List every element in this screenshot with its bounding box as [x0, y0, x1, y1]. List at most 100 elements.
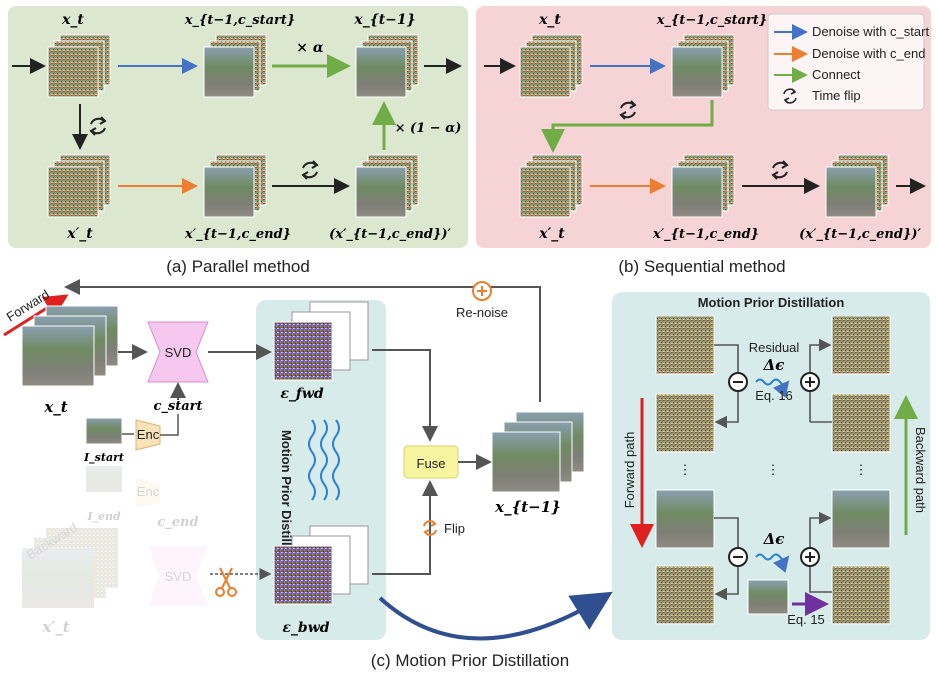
line-plus-right3 — [809, 511, 832, 548]
stack-b-xtm1-end — [671, 154, 735, 218]
label-b-xt-prime: x′_t — [538, 226, 565, 242]
label-c-xt-prime: x′_t — [41, 618, 69, 636]
line-minus-left2 — [714, 392, 739, 429]
plus-icon — [800, 547, 820, 567]
label-a-xtm1-end: x′_{t−1,c_end} — [184, 227, 291, 242]
time-flip-icon — [89, 116, 107, 136]
line-plus-right1 — [809, 338, 832, 372]
panel-c: Forward x_t Re-noise SVD c_start I_start… — [3, 279, 613, 641]
legend-item-orange: Denoise with c_end — [812, 46, 925, 61]
minus-icon — [728, 372, 748, 392]
stack-b-xtm1-end-prime — [825, 154, 889, 218]
stack-a-xt-prime — [47, 154, 111, 218]
label-i-end: I_end — [86, 510, 121, 524]
label-fuse: Fuse — [417, 456, 446, 471]
label-times-one-minus-alpha: × (1 − α) — [395, 121, 462, 136]
line-left1-minus — [714, 344, 739, 372]
dots-right: ⋮ — [855, 462, 868, 477]
stack-b-xtm1-start — [671, 34, 735, 98]
label-eq16: Eq. 16 — [755, 388, 793, 403]
arrow-epsbwd-fuse — [372, 480, 438, 575]
legend-item-blue: Denoise with c_start — [812, 24, 929, 39]
caption-b: (b) Sequential method — [618, 257, 785, 276]
mpd-right-img-3 — [831, 489, 891, 549]
wavy-arrows — [308, 419, 340, 501]
label-times-alpha: × α — [296, 40, 324, 56]
time-flip-icon — [771, 160, 789, 180]
mpd-title: Motion Prior Distillation — [698, 295, 845, 310]
stack-a-xtm1-start — [203, 34, 267, 98]
label-forward-path: Forward path — [622, 432, 637, 509]
mpd-panel: Motion Prior Distillation ⋮ ⋮ ⋮ Forward … — [622, 295, 928, 627]
label-b-xtm1-start: x_{t−1,c_start} — [656, 13, 767, 28]
label-a-xt: x_t — [61, 12, 84, 28]
label-c-end: c_end — [157, 515, 198, 530]
stack-b-xt-prime — [519, 154, 583, 218]
stack-a-xtm1-end-prime — [355, 154, 419, 218]
backward-branch: I_end Enc c_end SVD Backward x′_t — [22, 466, 208, 636]
caption-c: (c) Motion Prior Distillation — [371, 651, 569, 670]
line-minus-left4 — [714, 566, 739, 601]
svd-forward-box — [147, 321, 209, 383]
label-a-xtm1: x_{t−1} — [353, 12, 415, 28]
stack-eps-bwd — [273, 525, 369, 605]
arrow-renoise-loop — [64, 279, 541, 402]
mpd-right-img-4 — [831, 565, 891, 625]
label-mpd-vertical: Motion Prior Distillation — [279, 430, 294, 577]
time-flip-icon — [783, 88, 797, 104]
arrow-curved-navy — [378, 591, 613, 641]
stack-a-xtm1-end — [203, 154, 267, 218]
time-flip-icon — [301, 160, 319, 180]
line-left3-minus — [714, 517, 739, 548]
mpd-panel-bg — [612, 292, 930, 640]
mpd-left-img-1 — [655, 315, 715, 375]
label-svd-forward: SVD — [165, 345, 192, 360]
label-enc-backward: Enc — [137, 484, 160, 499]
label-residual: Residual — [749, 340, 800, 355]
mpd-left-img-2 — [655, 393, 715, 453]
dots-middle: ⋮ — [767, 462, 780, 477]
label-delta-eps-top: Δϵ — [763, 356, 785, 374]
arrow-epsfwd-fuse — [372, 349, 438, 442]
wavy-icon — [755, 378, 790, 398]
mpd-left-img-4 — [655, 565, 715, 625]
arrow-b-green — [541, 100, 714, 153]
label-i-start: I_start — [83, 451, 124, 465]
label-svd-backward: SVD — [165, 569, 192, 584]
stack-a-xt — [47, 34, 111, 98]
mpd-right-img-1 — [831, 315, 891, 375]
label-a-xtm1-start: x_{t−1,c_start} — [184, 13, 295, 28]
stack-c-xt — [21, 305, 119, 387]
arrow-enc-cstart — [160, 414, 179, 436]
label-a-xtm1-end-prime: (x′_{t−1,c_end})′ — [329, 227, 451, 242]
label-eps-bwd: ε_bwd — [282, 620, 329, 636]
label-enc-forward: Enc — [137, 427, 160, 442]
label-backward-path: Backward path — [913, 427, 928, 513]
panel-b: x_t x_{t−1,c_start} x′_t x′_{t−1,c_end} … — [484, 12, 929, 242]
flip-icon — [423, 520, 437, 536]
mpd-right-img-2 — [831, 393, 891, 453]
label-eq15: Eq. 15 — [787, 612, 825, 627]
label-flip: Flip — [444, 521, 465, 536]
legend: Denoise with c_start Denoise with c_end … — [767, 13, 929, 111]
legend-item-green: Connect — [812, 67, 861, 82]
caption-a: (a) Parallel method — [166, 257, 310, 276]
stack-eps-fwd — [273, 301, 369, 381]
plus-icon — [800, 372, 820, 392]
wavy-icon — [755, 553, 790, 573]
plus-icon — [472, 281, 492, 301]
label-c-xtm1: x_{t−1} — [494, 498, 561, 516]
scissors-icon — [215, 567, 237, 597]
mpd-left-img-3 — [655, 489, 715, 549]
image-i-start — [85, 417, 123, 445]
image-i-end — [86, 466, 122, 492]
enc-forward-box — [135, 419, 161, 451]
label-c-start: c_start — [153, 399, 202, 414]
label-eps-fwd: ε_fwd — [280, 386, 324, 402]
mpd-iend-image — [747, 579, 789, 615]
label-delta-eps-bottom: Δϵ — [763, 530, 785, 548]
panel-a: x_t x_{t−1,c_start} x_{t−1} × α × (1 − α… — [12, 12, 462, 242]
legend-item-flip: Time flip — [812, 88, 861, 103]
minus-icon — [728, 547, 748, 567]
